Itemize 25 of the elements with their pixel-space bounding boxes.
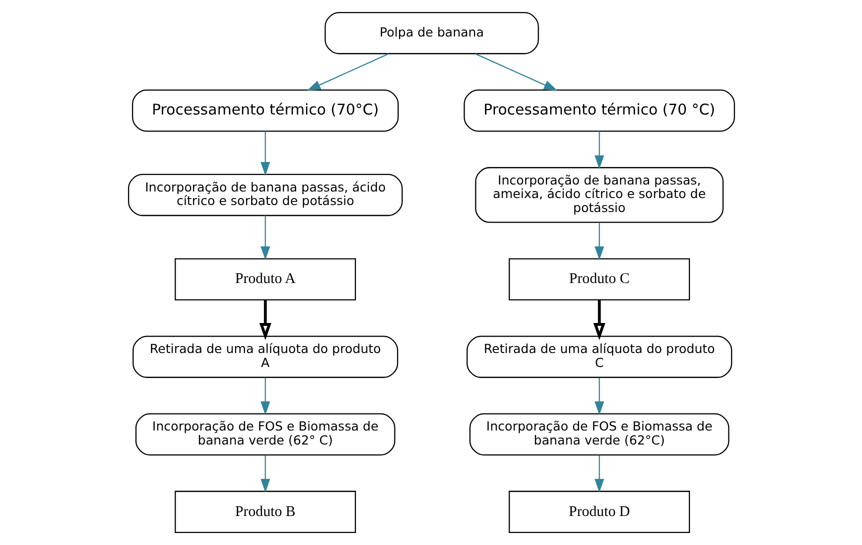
arrow: [260, 131, 270, 176]
node-box: Processamento térmico (70 °C): [463, 90, 735, 132]
node-box: Incorporação de banana passas, ameixa, ácido cítrico e sorbato de potássio: [474, 167, 724, 223]
node-box: Produto A: [174, 258, 356, 300]
node-box: Polpa de banana: [324, 12, 538, 54]
arrow: [594, 455, 604, 493]
arrow: [474, 53, 558, 91]
node-box: Incorporação de FOS e Biomassa de banana verde (62° C): [134, 413, 395, 456]
node-box: Produto B: [174, 490, 356, 533]
node-box: Produto D: [508, 490, 690, 533]
arrow: [260, 216, 270, 260]
node-box: Processamento térmico (70°C): [131, 90, 398, 132]
arrow: [594, 131, 604, 170]
node-box: Retirada de uma alíquota do produto C: [466, 336, 732, 378]
arrow: [306, 53, 388, 91]
arrow: [260, 455, 270, 493]
node-box: Incorporação de FOS e Biomassa de banana verde (62°C): [468, 413, 729, 456]
arrow: [260, 378, 270, 416]
arrow: [594, 378, 604, 416]
node-box: Retirada de uma alíquota do produto A: [132, 336, 398, 378]
arrow: [592, 300, 605, 340]
node-box: Produto C: [508, 258, 690, 300]
node-box: Incorporação de banana passas, ácido cítrico e sorbato de potássio: [128, 174, 402, 216]
arrow: [258, 300, 271, 340]
arrow: [594, 222, 604, 260]
